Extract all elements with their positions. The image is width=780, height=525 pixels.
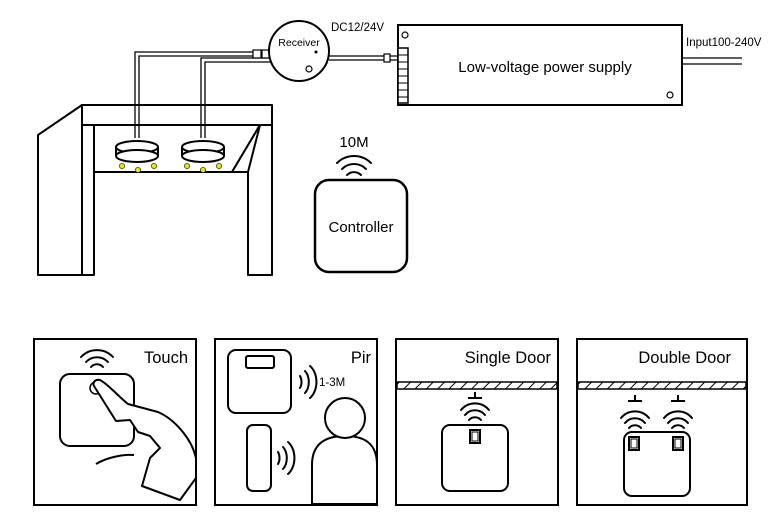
led-dots — [119, 163, 222, 173]
controller-label: Controller — [328, 219, 393, 236]
output-voltage: DC12/24V — [331, 22, 384, 34]
receiver-label: Receiver — [278, 37, 320, 49]
range-label: 10M — [339, 134, 368, 151]
hand-icon — [92, 378, 197, 501]
led-dot — [151, 163, 157, 169]
led-dot — [216, 163, 222, 169]
panel-pir: Pir 1-3M — [214, 338, 378, 506]
double-door-wifi-icon-left — [620, 410, 650, 429]
led-dot — [119, 163, 125, 169]
pir-square-wave-icon — [299, 365, 318, 399]
led-dot — [184, 163, 190, 169]
single-door-wifi-icon — [460, 402, 490, 421]
controller-wifi-icon — [336, 154, 372, 176]
door-frame — [577, 381, 747, 390]
panel-touch-title: Touch — [144, 349, 188, 367]
pir-sensor-strip — [246, 424, 272, 492]
led-dot — [200, 167, 206, 173]
door-sensor-light — [468, 392, 482, 399]
controller — [313, 178, 409, 274]
wire-connector — [252, 49, 262, 59]
touch-wifi-icon — [80, 349, 114, 368]
single-door-sensor — [441, 424, 509, 492]
input-wires — [682, 57, 742, 65]
led-dot — [135, 167, 141, 173]
panel-touch: Touch — [33, 338, 197, 506]
supply-wires — [329, 53, 398, 63]
pir-sensor-square — [227, 349, 292, 414]
door-frame — [396, 381, 558, 390]
power-supply-label: Low-voltage power supply — [458, 59, 632, 76]
door-sensor-light-left — [628, 395, 642, 402]
door-sensor-light-right — [671, 395, 685, 402]
power-supply: Low-voltage power supply — [397, 24, 683, 106]
panel-single-door: Single Door — [395, 338, 559, 506]
panel-double-door: Double Door — [576, 338, 748, 506]
person-icon — [311, 434, 378, 505]
puck-light-right — [181, 140, 225, 163]
input-voltage: Input100-240V — [686, 37, 762, 49]
panel-double-door-title: Double Door — [638, 349, 731, 367]
panel-pir-title: Pir — [351, 349, 372, 367]
pir-range: 1-3M — [319, 377, 345, 389]
panel-single-door-title: Single Door — [465, 349, 552, 367]
pir-strip-wave-icon — [277, 441, 296, 475]
cabinet — [37, 104, 273, 276]
double-door-wifi-icon-right — [663, 410, 693, 429]
light-wires — [134, 51, 272, 138]
receiver: Receiver — [268, 20, 330, 82]
puck-light-left — [115, 140, 159, 163]
